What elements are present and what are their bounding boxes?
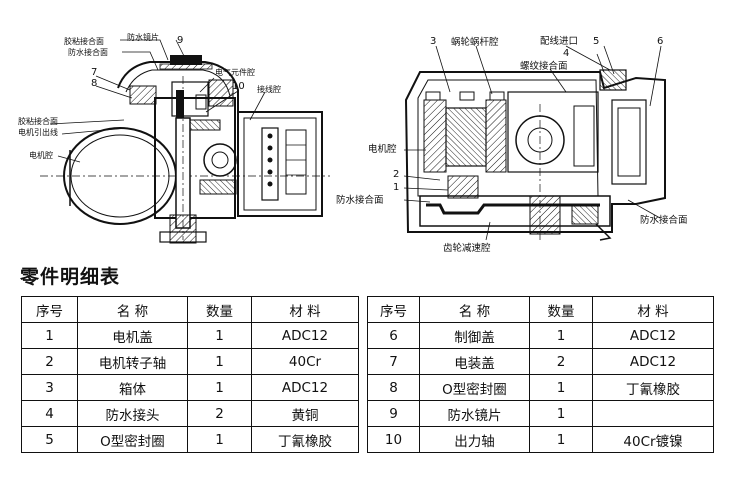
label-num-6: 6 <box>657 36 663 47</box>
cell-material: ADC12 <box>592 322 714 349</box>
table-row: 7 电装盖 2 ADC12 <box>367 348 714 375</box>
label-waterproof-joint-left: 防水接合面 <box>336 194 384 206</box>
label-electrical-cavity: 电气元件腔 <box>215 67 255 77</box>
cell-material: ADC12 <box>251 322 359 349</box>
label-adhesive-joint-top: 胶粘接合面 <box>64 36 104 46</box>
parts-list-title: 零件明细表 <box>20 266 121 288</box>
cell-material: 丁氰橡胶 <box>251 426 359 453</box>
cell-name: 制御盖 <box>419 322 530 349</box>
label-num-4: 4 <box>563 48 569 59</box>
cell-quantity: 1 <box>187 426 252 453</box>
label-wiring-cavity: 接线腔 <box>257 84 281 94</box>
cell-material: 40Cr镀镍 <box>592 426 714 453</box>
cell-quantity: 2 <box>529 348 593 375</box>
table-row: 10 出力轴 1 40Cr镀镍 <box>367 426 714 453</box>
cell-name: O型密封圈 <box>77 426 188 453</box>
cell-quantity: 1 <box>187 322 252 349</box>
cell-quantity: 1 <box>529 426 593 453</box>
header-index: 序号 <box>21 296 78 323</box>
table-row: 4 防水接头 2 黄铜 <box>21 400 359 427</box>
right-section-drawing <box>403 45 666 241</box>
cell-index: 3 <box>21 374 78 401</box>
label-num-1: 1 <box>393 182 399 193</box>
header-material: 材 料 <box>592 296 714 323</box>
cell-name: 箱体 <box>77 374 188 401</box>
cell-quantity: 1 <box>529 400 593 427</box>
label-num-2: 2 <box>393 169 399 180</box>
cell-index: 9 <box>367 400 420 427</box>
label-motor-cavity-right: 电机腔 <box>368 143 397 155</box>
label-worm-cavity: 蜗轮蜗杆腔 <box>451 36 499 48</box>
parts-table-right: 序号 名 称 数量 材 料 6 制御盖 1 ADC12 7 电装盖 2 ADC1… <box>367 296 714 453</box>
cell-material: 40Cr <box>251 348 359 375</box>
label-num-10: 10 <box>232 81 245 92</box>
label-waterproof-joint: 防水接合面 <box>68 47 108 57</box>
label-adhesive-joint-left: 胶粘接合面 <box>18 116 58 126</box>
label-num-8: 8 <box>91 78 97 89</box>
header-name: 名 称 <box>77 296 188 323</box>
cell-name: 电机转子轴 <box>77 348 188 375</box>
cell-index: 5 <box>21 426 78 453</box>
cell-material: ADC12 <box>592 348 714 375</box>
cell-index: 4 <box>21 400 78 427</box>
label-num-5: 5 <box>593 36 599 47</box>
cell-quantity: 1 <box>187 348 252 375</box>
left-section-drawing <box>40 39 330 244</box>
cross-section-drawings: 胶粘接合面 防水镜片 防水接合面 9 7 8 电气元件腔 10 接线腔 胶粘接合… <box>18 32 688 254</box>
label-motor-leadout: 电机引出线 <box>18 127 58 137</box>
table-row: 9 防水镜片 1 <box>367 400 714 427</box>
cell-name: 电机盖 <box>77 322 188 349</box>
table-row: 3 箱体 1 ADC12 <box>21 374 359 401</box>
table-row: 8 O型密封圈 1 丁氰橡胶 <box>367 374 714 401</box>
cell-name: 防水接头 <box>77 400 188 427</box>
label-gear-reducer-cavity: 齿轮减速腔 <box>443 242 491 254</box>
header-material: 材 料 <box>251 296 359 323</box>
cell-quantity: 1 <box>187 374 252 401</box>
label-wiring-inlet: 配线进口 <box>540 35 578 47</box>
label-motor-cavity-left: 电机腔 <box>29 150 53 160</box>
cell-quantity: 1 <box>529 374 593 401</box>
cell-name: 出力轴 <box>419 426 530 453</box>
cell-material: 丁氰橡胶 <box>592 374 714 401</box>
table-row: 1 电机盖 1 ADC12 <box>21 322 359 349</box>
table-row: 2 电机转子轴 1 40Cr <box>21 348 359 375</box>
header-index: 序号 <box>367 296 420 323</box>
header-quantity: 数量 <box>529 296 593 323</box>
cell-name: 防水镜片 <box>419 400 530 427</box>
label-thread-joint: 螺纹接合面 <box>520 60 568 72</box>
table-header-row: 序号 名 称 数量 材 料 <box>367 296 714 323</box>
cell-quantity: 1 <box>529 322 593 349</box>
table-row: 5 O型密封圈 1 丁氰橡胶 <box>21 426 359 453</box>
cell-quantity: 2 <box>187 400 252 427</box>
cell-material: ADC12 <box>251 374 359 401</box>
cell-index: 6 <box>367 322 420 349</box>
cell-index: 1 <box>21 322 78 349</box>
cell-index: 8 <box>367 374 420 401</box>
cell-material <box>592 400 714 427</box>
cell-index: 2 <box>21 348 78 375</box>
header-name: 名 称 <box>419 296 530 323</box>
cell-name: O型密封圈 <box>419 374 530 401</box>
label-waterproof-lens: 防水镜片 <box>127 32 159 42</box>
cell-name: 电装盖 <box>419 348 530 375</box>
label-waterproof-joint-right: 防水接合面 <box>640 214 688 226</box>
table-row: 6 制御盖 1 ADC12 <box>367 322 714 349</box>
label-num-7: 7 <box>91 67 97 78</box>
cell-material: 黄铜 <box>251 400 359 427</box>
label-num-9: 9 <box>177 35 183 46</box>
cell-index: 10 <box>367 426 420 453</box>
label-num-3: 3 <box>430 36 436 47</box>
parts-table-left: 序号 名 称 数量 材 料 1 电机盖 1 ADC12 2 电机转子轴 1 40… <box>21 296 359 453</box>
header-quantity: 数量 <box>187 296 252 323</box>
table-header-row: 序号 名 称 数量 材 料 <box>21 296 359 323</box>
cell-index: 7 <box>367 348 420 375</box>
